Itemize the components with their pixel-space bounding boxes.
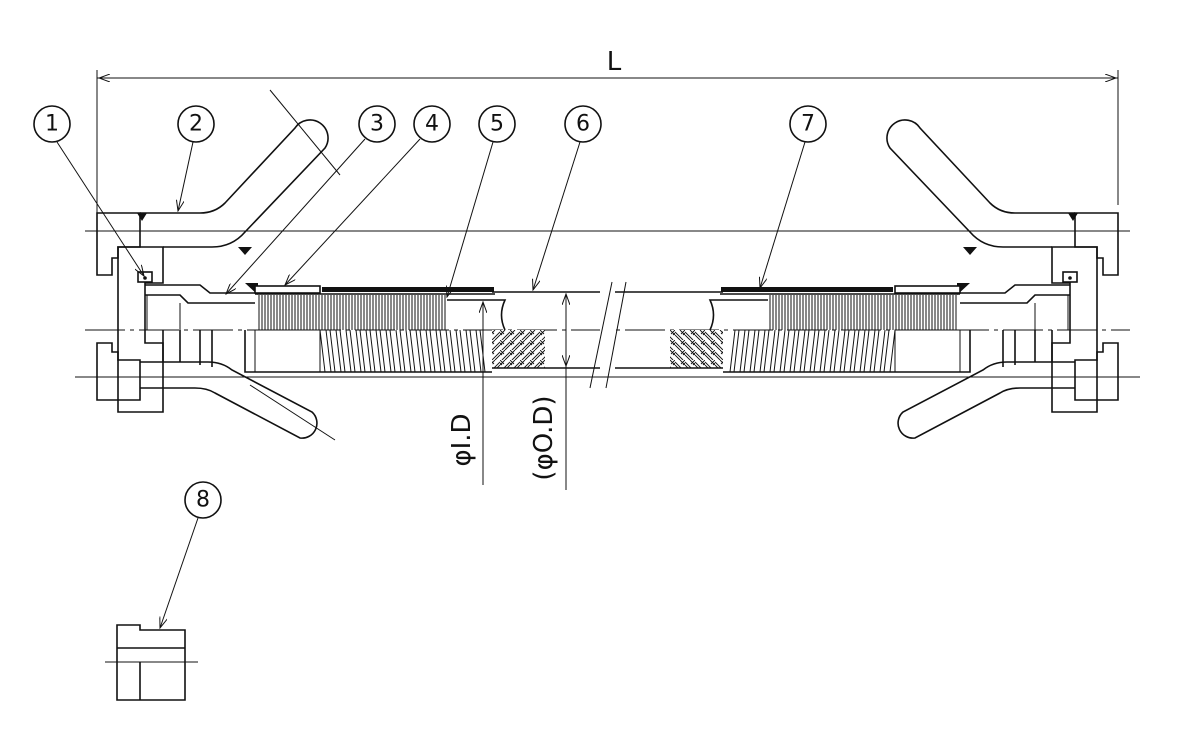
callout-8: 8 [184, 481, 222, 519]
length-dimension: L [96, 47, 1119, 232]
break-symbol [589, 281, 627, 389]
svg-text:3: 3 [370, 112, 384, 137]
inner-diameter-label: φI.D [447, 413, 477, 466]
outer-diameter-dimension: (φO.D) [529, 294, 566, 490]
svg-text:4: 4 [425, 112, 439, 137]
inner-diameter-dimension: φI.D [447, 302, 483, 485]
svg-text:7: 7 [801, 112, 815, 137]
callout-4: 4 [413, 105, 451, 143]
right-end-fitting [614, 119, 1119, 439]
callout-1: 1 [33, 105, 71, 143]
callout-2: 2 [177, 105, 215, 143]
left-end-fitting [96, 119, 601, 439]
svg-text:2: 2 [189, 112, 203, 137]
length-label: L [607, 47, 622, 77]
callout-5: 5 [478, 105, 516, 143]
svg-text:6: 6 [576, 112, 590, 137]
callout-leaders [56, 138, 806, 628]
outer-diameter-label: (φO.D) [529, 395, 559, 480]
callout-3: 3 [358, 105, 396, 143]
svg-text:5: 5 [490, 112, 504, 137]
callout-6: 6 [564, 105, 602, 143]
part-8-fitting [105, 624, 198, 701]
callout-7: 7 [789, 105, 827, 143]
svg-text:8: 8 [196, 488, 210, 513]
svg-text:1: 1 [45, 112, 59, 137]
